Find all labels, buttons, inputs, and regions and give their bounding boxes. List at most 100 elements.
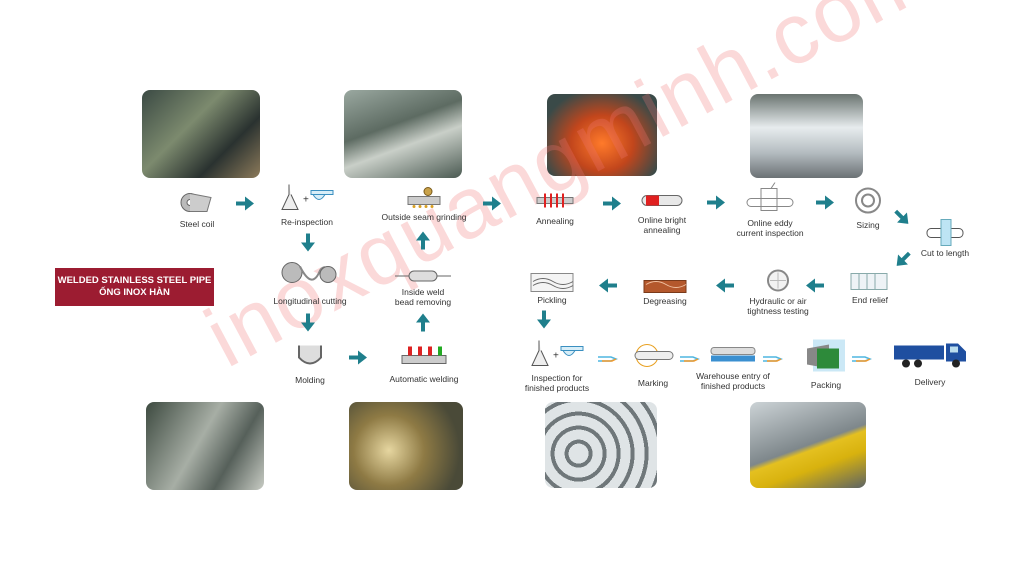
step-label-line: finished products	[524, 383, 590, 393]
step-label-line: current inspection	[736, 228, 804, 238]
step-label: Sizing	[856, 220, 879, 230]
flow-arrow-icon	[236, 196, 254, 216]
annealing-icon	[535, 192, 575, 215]
steel-coil-icon	[179, 192, 215, 219]
photo-annealing	[547, 94, 657, 176]
step-label: Molding	[295, 375, 325, 385]
flow-arrow-icon	[414, 313, 432, 335]
step-label-line: Automatic welding	[389, 374, 459, 384]
flow-arrow-icon	[716, 278, 734, 298]
step-label-line: bead removing	[394, 297, 452, 307]
step-label-line: tightness testing	[747, 306, 809, 316]
step-label: Annealing	[536, 216, 574, 226]
step-label: Delivery	[915, 377, 946, 387]
coil-slitting-icon	[280, 261, 340, 290]
flow-arrow-icon	[414, 231, 432, 253]
step-label-line: Molding	[295, 375, 325, 385]
photo-welding	[349, 402, 463, 490]
packing-icon	[805, 339, 847, 378]
step-label-line: Inspection for	[531, 373, 583, 383]
grinding-icon	[406, 187, 442, 214]
step-label: Packing	[811, 380, 841, 390]
sizing-ring-icon	[854, 187, 882, 220]
photo-grinding	[344, 90, 462, 178]
step-label-line: Online eddy	[747, 218, 793, 228]
step-label: Automatic welding	[390, 374, 459, 384]
step-label-line: Delivery	[914, 377, 946, 387]
pressure-test-icon	[766, 269, 790, 298]
step-label: Cut to length	[921, 248, 969, 258]
title-en: WELDED STAINLESS STEEL PIPE	[57, 275, 212, 286]
bright-annealing-icon	[641, 194, 683, 213]
photo-warehouse	[750, 402, 866, 488]
step-label: Marking	[638, 378, 668, 388]
flow-arrow-icon	[816, 195, 834, 215]
step-label: Steel coil	[180, 219, 215, 229]
step-label-line: Online bright	[637, 215, 687, 225]
step-label-line: Pickling	[537, 295, 567, 305]
photo-sizing	[750, 94, 863, 178]
flask-caliper-icon: +	[279, 183, 335, 218]
flow-arrow-icon	[894, 251, 912, 272]
flow-arrow-icon	[680, 351, 701, 369]
bead-removing-icon	[395, 269, 451, 287]
title-box: WELDED STAINLESS STEEL PIPE ỐNG INOX HÀN	[55, 268, 214, 306]
svg-text:+: +	[553, 351, 559, 362]
flow-arrow-icon	[603, 196, 621, 216]
photo-marking	[545, 402, 657, 488]
step-label-line: Outside seam grinding	[381, 212, 467, 222]
step-label: Outside seam grinding	[381, 212, 466, 222]
step-label-line: Re-inspection	[281, 217, 333, 227]
cut-icon	[925, 219, 965, 252]
truck-icon	[892, 340, 968, 375]
flow-arrow-icon	[483, 196, 501, 216]
flow-arrow-icon	[598, 351, 619, 369]
step-label: Degreasing	[643, 296, 686, 306]
step-label-line: Warehouse entry of	[696, 371, 770, 381]
flow-arrow-icon	[349, 350, 367, 370]
end-relief-icon	[847, 268, 893, 299]
molding-icon	[295, 344, 325, 373]
step-label-line: Sizing	[856, 220, 880, 230]
step-label-line: finished products	[700, 381, 766, 391]
flow-arrow-icon	[852, 351, 873, 369]
flask-caliper-icon: +	[529, 339, 585, 374]
step-label-line: annealing	[643, 225, 681, 235]
step-label-line: Inside weld	[401, 287, 445, 297]
step-label: Re-inspection	[281, 217, 333, 227]
flow-arrow-icon	[299, 233, 317, 255]
step-label-line: Cut to length	[920, 248, 970, 258]
step-label-line: Hydraulic or air	[749, 296, 807, 306]
marking-icon	[631, 344, 675, 373]
pickling-tank-icon	[529, 272, 575, 299]
svg-text:+: +	[303, 195, 309, 206]
flow-arrow-icon	[707, 195, 725, 215]
step-label: Pickling	[537, 295, 566, 305]
flow-arrow-icon	[535, 310, 553, 332]
photo-molding	[146, 402, 264, 490]
flow-arrow-icon	[763, 351, 784, 369]
step-label-line: End relief	[852, 295, 888, 305]
title-vi: ỐNG INOX HÀN	[99, 287, 170, 298]
step-label-line: Degreasing	[643, 296, 687, 306]
photo-steel-coil	[142, 90, 260, 178]
step-label-line: Marking	[637, 378, 669, 388]
step-label: End relief	[852, 295, 888, 305]
step-label-line: Longitudinal cutting	[273, 296, 347, 306]
flow-arrow-icon	[599, 278, 617, 298]
step-label-line: Packing	[810, 380, 842, 390]
degreasing-icon	[642, 275, 688, 300]
flow-arrow-icon	[893, 209, 911, 230]
flow-arrow-icon	[299, 313, 317, 335]
warehouse-icon	[709, 347, 757, 368]
welding-icon	[400, 344, 448, 373]
eddy-current-icon	[745, 182, 795, 218]
step-label-line: Steel coil	[179, 219, 215, 229]
